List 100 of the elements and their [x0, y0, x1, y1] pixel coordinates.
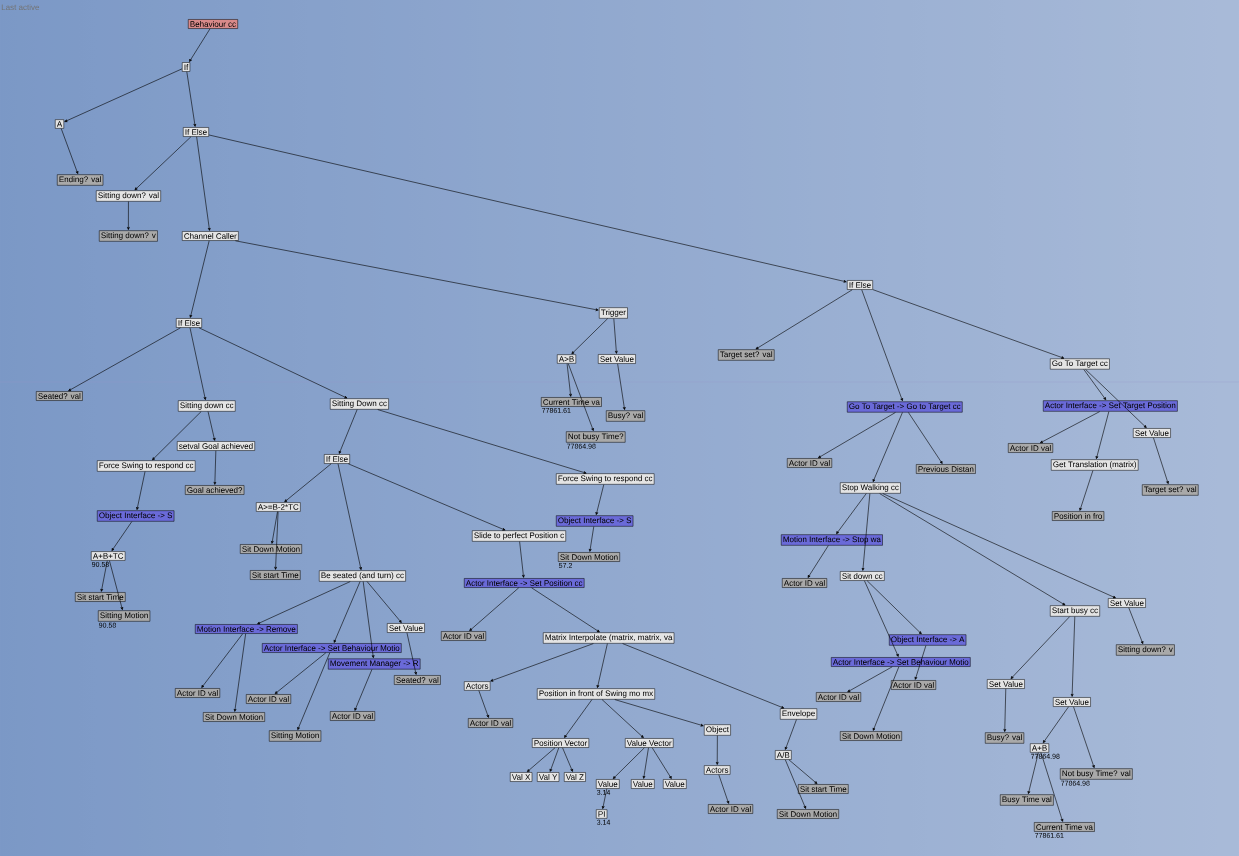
connector-line — [186, 71, 197, 127]
behaviour-block: A/B — [775, 750, 792, 760]
behaviour-block: Object — [704, 724, 731, 736]
connector-line — [274, 511, 279, 570]
parameter-box: Sitting Motion — [98, 610, 151, 622]
connector-line — [864, 580, 899, 657]
parameter-box: Seated? val — [394, 675, 441, 685]
parameter-box: Target set? val — [1142, 484, 1199, 496]
parameter-box: Previous Distan — [916, 464, 976, 474]
behaviour-block: Channel Caller — [182, 231, 239, 241]
connector-line — [109, 560, 124, 610]
parameter-box: Actor ID val — [441, 631, 487, 641]
connector-line — [136, 471, 146, 510]
connector-line — [271, 511, 278, 544]
parameter-box: Actor ID val — [246, 694, 292, 704]
connector-line — [836, 493, 867, 535]
connector-line — [377, 409, 587, 474]
connector-line — [284, 463, 332, 503]
connector-line — [861, 289, 903, 402]
behaviour-block: Value — [596, 779, 620, 789]
connector-line — [872, 666, 900, 731]
connector-line — [564, 699, 593, 738]
connector-line — [274, 652, 327, 695]
behaviour-block: If Else — [847, 280, 873, 290]
connector-line — [1003, 688, 1007, 732]
connector-line — [490, 643, 594, 682]
behaviour-block: A+B — [1030, 743, 1050, 753]
connector-line — [1095, 411, 1110, 459]
connector-line — [651, 747, 672, 779]
connector-line — [338, 409, 358, 454]
behaviour-block: PI — [596, 809, 608, 819]
connector-line — [196, 136, 211, 231]
behaviour-block: A>=B-2*TC — [256, 502, 301, 512]
behaviour-block: Val X — [510, 772, 533, 782]
connector-line — [613, 318, 618, 354]
parameter-box: Actor ID val — [816, 692, 862, 702]
connector-line — [235, 240, 599, 311]
connector-line — [362, 581, 375, 659]
parameter-box: Sit Down Motion — [840, 731, 902, 741]
parameter-box: Actor ID val — [787, 458, 833, 468]
connector-line — [549, 747, 560, 772]
behaviour-block: Sitting Down cc — [330, 398, 389, 410]
interface-block: Motion Interface -> Stop wa — [781, 534, 883, 546]
behaviour-block: Value — [663, 779, 687, 789]
behaviour-block: If Else — [176, 318, 202, 328]
connector-line — [866, 580, 922, 635]
interface-block: Object Interface -> S — [556, 515, 634, 527]
connector-line — [807, 545, 829, 578]
interface-block: Actor Interface -> Set Position cc — [464, 578, 585, 588]
behaviour-block: Value Vector — [625, 738, 674, 748]
behaviour-block: Val Z — [564, 772, 586, 782]
behaviour-block: Go To Target cc — [1050, 358, 1110, 370]
parameter-box: Sit Down Motion — [240, 544, 302, 554]
connector-line — [908, 412, 943, 464]
connector-line — [562, 747, 573, 772]
connector-line — [64, 68, 183, 122]
connector-line — [531, 587, 600, 633]
connector-line — [1042, 706, 1069, 744]
parameter-box: Actor ID val — [175, 688, 221, 698]
behaviour-block: Get Translation (matrix) — [1051, 459, 1139, 471]
connector-line — [614, 699, 704, 727]
parameter-box: Sit Down Motion — [777, 809, 839, 819]
connector-line — [847, 666, 893, 693]
connector-line — [785, 759, 807, 809]
parameter-box: Sitting down? v — [1116, 644, 1175, 656]
parameter-box: Actor ID val — [1008, 443, 1054, 453]
connector-line — [1083, 369, 1107, 401]
root-block: Behaviour cc — [188, 19, 238, 29]
connector-line — [127, 201, 130, 230]
connector-line — [297, 652, 331, 731]
connector-line — [617, 363, 626, 410]
behaviour-block: Slide to perfect Position c — [472, 530, 566, 542]
connector-line — [233, 633, 246, 712]
connector-line — [189, 28, 211, 62]
parameter-box: Ending? val — [57, 174, 104, 186]
parameter-box: Target set? val — [718, 349, 775, 361]
interface-block: Movement Manager -> R — [328, 658, 421, 670]
connector-line — [333, 581, 361, 643]
behaviour-block: Actors — [464, 681, 491, 691]
connector-line — [257, 581, 351, 625]
connector-line — [208, 134, 847, 283]
connector-line — [60, 128, 79, 174]
behaviour-block: Set Value — [598, 354, 636, 364]
connector-line — [596, 643, 608, 688]
connector-line — [882, 493, 1116, 599]
connector-line — [879, 493, 1066, 606]
connector-line — [642, 747, 649, 779]
connector-line — [567, 363, 594, 432]
parameter-box: Actor ID val — [891, 680, 937, 690]
behaviour-block: If Else — [324, 454, 350, 464]
behaviour-block: Force Swing to respond cc — [556, 473, 655, 485]
connector-line — [861, 493, 871, 571]
connector-line — [595, 484, 605, 515]
parameter-box: Seated? val — [36, 391, 83, 401]
connector-line — [755, 289, 853, 350]
connector-line — [478, 690, 490, 718]
parameter-box: Actor ID val — [330, 711, 376, 721]
behaviour-block: Set Value — [1133, 428, 1171, 438]
connector-line — [1040, 752, 1064, 822]
connector-line — [347, 463, 506, 531]
